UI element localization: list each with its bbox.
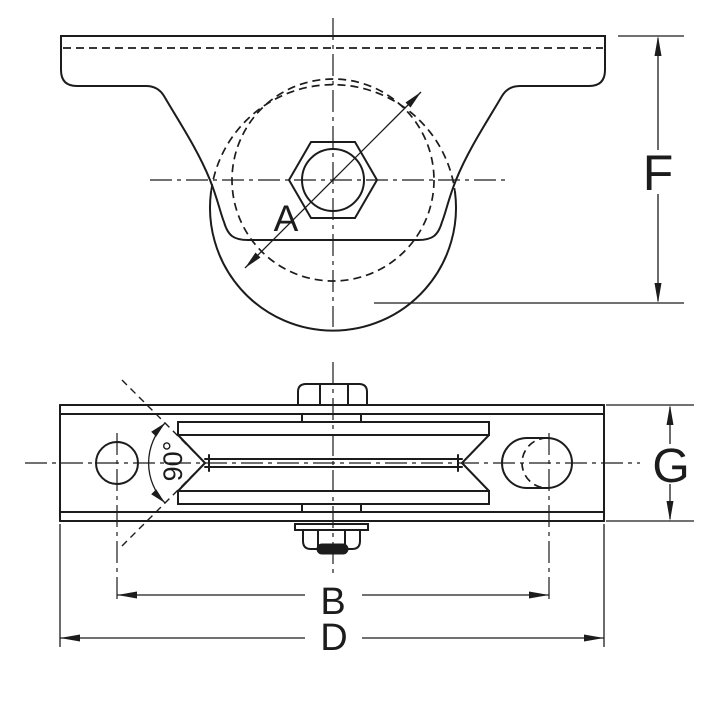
angle-construction-line-upper bbox=[121, 379, 206, 464]
dim-f-arrow-bottom bbox=[654, 283, 662, 303]
dim-g: G bbox=[606, 404, 694, 522]
dim-a-line bbox=[244, 91, 422, 269]
dim-d: D bbox=[59, 524, 605, 659]
dim-a: A bbox=[244, 91, 422, 269]
dim-a-label: A bbox=[274, 198, 299, 239]
dim-b-arrow-left bbox=[117, 591, 137, 599]
dim-f-label: F bbox=[643, 145, 674, 201]
bracket-outline bbox=[60, 35, 606, 241]
angle-arrow-upper bbox=[151, 423, 165, 437]
wheel-outer-arc-hidden bbox=[210, 83, 456, 193]
groove-angle-dim: 90° bbox=[121, 379, 206, 547]
plan-view: 90° B D G bbox=[25, 362, 694, 659]
groove-angle-label: 90° bbox=[158, 441, 188, 482]
dim-d-label: D bbox=[320, 617, 347, 659]
dim-f-arrow-top bbox=[654, 36, 662, 56]
dim-b: B bbox=[117, 581, 549, 623]
dim-a-arrow-upper bbox=[405, 92, 421, 108]
front-view: A F bbox=[60, 18, 684, 332]
dim-b-label: B bbox=[320, 581, 345, 623]
dim-g-arrow-top bbox=[666, 405, 674, 425]
dim-d-arrow-right bbox=[584, 634, 604, 642]
angle-construction-line-lower bbox=[121, 462, 206, 547]
dim-g-label: G bbox=[652, 440, 689, 493]
nut-washer bbox=[294, 523, 369, 531]
mounting-plate bbox=[59, 404, 605, 522]
angle-arrow-lower bbox=[151, 489, 165, 503]
dim-g-arrow-bottom bbox=[666, 501, 674, 521]
dim-f: F bbox=[374, 35, 684, 304]
groove-right-upper-edge bbox=[461, 434, 490, 464]
groove-right-lower-edge bbox=[461, 462, 490, 492]
dim-b-arrow-right bbox=[529, 591, 549, 599]
dim-a-arrow-lower bbox=[245, 252, 261, 268]
dim-d-arrow-left bbox=[60, 634, 80, 642]
wheel-outer-arc-visible bbox=[209, 191, 457, 332]
